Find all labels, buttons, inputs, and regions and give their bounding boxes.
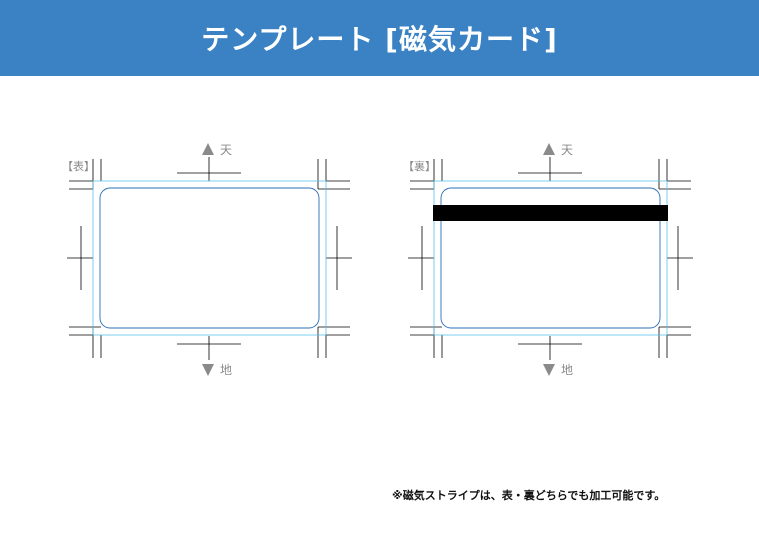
back-bottom-label: 地 [561, 363, 573, 377]
front-crop-marks [67, 157, 352, 360]
back-safe-area [440, 187, 661, 329]
down-arrow-icon [202, 364, 214, 376]
back-crop-marks [408, 157, 693, 360]
front-card-template: 【表】 天 地 [62, 143, 352, 377]
page-title: テンプレート [磁気カード] [201, 23, 558, 56]
footnote: ※磁気ストライプは、表・裏どちらでも加工可能です。 [392, 489, 666, 502]
front-bottom-label: 地 [220, 363, 232, 377]
back-card-template: 【裏】 天 地 [403, 143, 693, 377]
up-arrow-icon [543, 143, 555, 155]
header-bar: テンプレート [磁気カード] [0, 0, 759, 76]
up-arrow-icon [202, 143, 214, 155]
magnetic-stripe [433, 205, 668, 221]
front-safe-area [99, 187, 320, 329]
back-side-label: 【裏】 [403, 159, 436, 173]
down-arrow-icon [543, 364, 555, 376]
front-side-label: 【表】 [62, 159, 95, 173]
front-top-label: 天 [220, 143, 232, 157]
front-trim-line [92, 180, 327, 336]
back-top-label: 天 [561, 143, 573, 157]
back-trim-line [433, 180, 668, 336]
